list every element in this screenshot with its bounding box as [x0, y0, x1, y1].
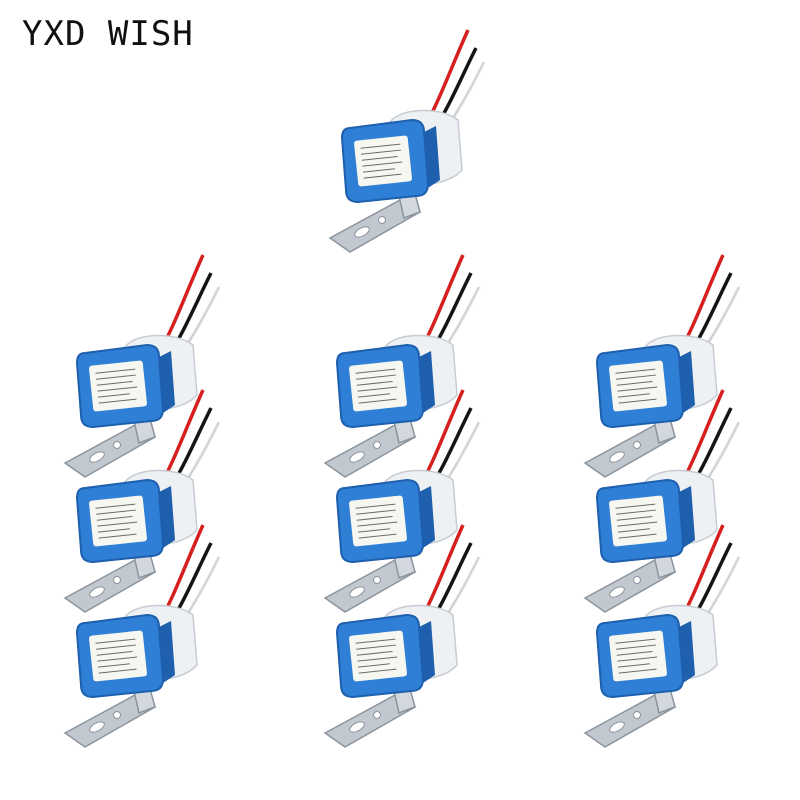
sensor-middle-1 [323, 253, 481, 479]
sensor-left-1 [63, 253, 221, 479]
brand-watermark: YXD WISH [22, 14, 194, 54]
sensor-top [328, 28, 486, 254]
sensor-right-1 [583, 253, 741, 479]
